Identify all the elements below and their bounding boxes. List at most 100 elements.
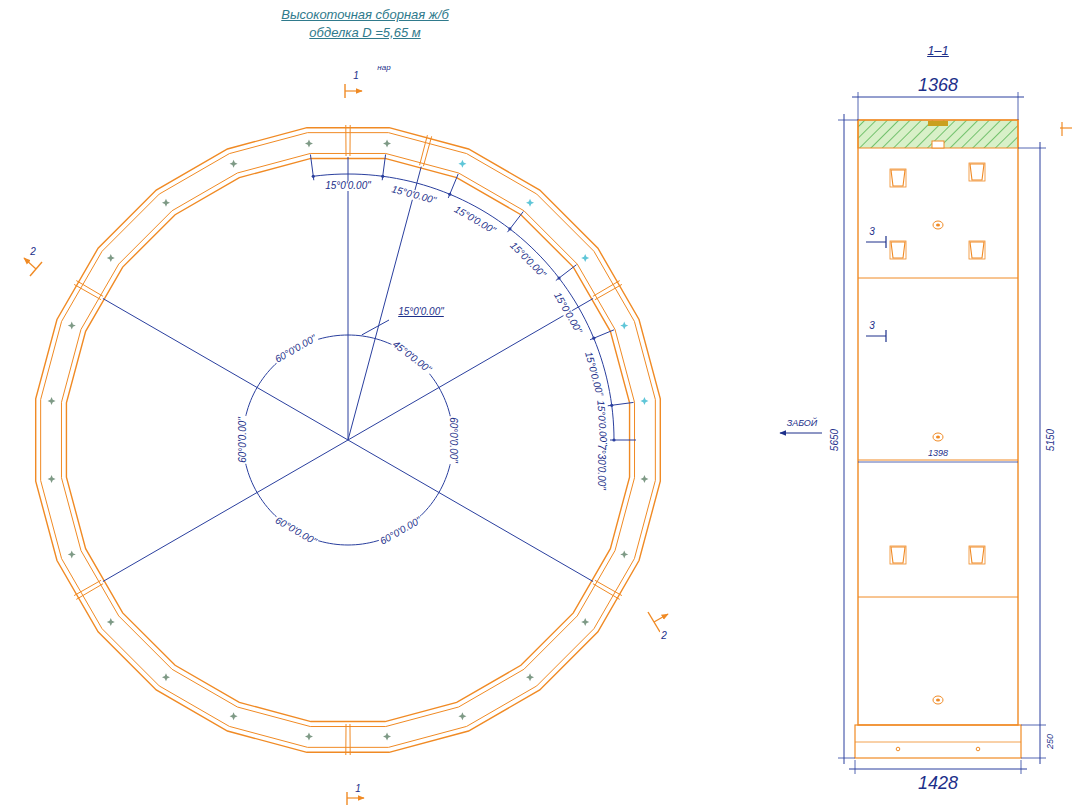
angle-dimension: 15°0'0.00" xyxy=(507,240,548,281)
bolt-symbol xyxy=(458,160,466,168)
drawing-title: Высокоточная сборная ж/б обделка D =5,65… xyxy=(270,6,460,41)
axis-line xyxy=(103,299,348,441)
bolt-symbol xyxy=(107,618,115,626)
dimension-extension xyxy=(1021,758,1046,759)
dimension-value: 5650 xyxy=(830,428,840,452)
dimension-dot xyxy=(448,193,451,196)
section-tick xyxy=(885,330,886,342)
segment-joint xyxy=(76,281,103,297)
bolt-symbol xyxy=(68,322,76,330)
bolt-symbol xyxy=(640,397,648,405)
bolt-symbol xyxy=(620,550,628,558)
bolt-symbol xyxy=(620,322,628,330)
lining-ring-outline xyxy=(41,133,656,748)
angle-dimension: 45°0'0.00" xyxy=(390,338,434,375)
bolt-pocket-frame xyxy=(969,546,985,564)
dimension-dot xyxy=(381,175,384,178)
dimension-extension xyxy=(590,330,614,340)
grout-hole-core xyxy=(936,224,940,227)
dimension-extension xyxy=(838,758,855,759)
section-line xyxy=(866,242,886,243)
bolt-symbol xyxy=(68,550,76,558)
seal-groove xyxy=(932,141,944,148)
bolt-symbol xyxy=(230,160,238,168)
segment-flange xyxy=(855,725,1021,758)
angle-dimension: 15°0'0.00" xyxy=(552,290,584,336)
dimension-extension xyxy=(556,265,577,281)
grout-hole xyxy=(933,221,943,229)
flange-hole xyxy=(896,747,900,751)
grout-hole-core xyxy=(936,436,940,439)
section-tick xyxy=(885,236,886,248)
dimension-value: 250 xyxy=(1047,732,1056,749)
bolt-pocket-frame xyxy=(890,546,906,564)
bolt-symbol xyxy=(581,618,589,626)
lining-ring-outline xyxy=(61,153,634,726)
leader-line xyxy=(362,320,389,335)
bolt-pocket xyxy=(970,164,984,180)
angle-dimension: 60°0'0.00" xyxy=(238,416,248,464)
dimension-extension xyxy=(448,174,458,198)
bolt-symbol xyxy=(640,475,648,483)
segment-joint xyxy=(423,136,431,166)
section-number: 3 xyxy=(868,227,876,237)
bolt-pocket-frame xyxy=(890,241,906,259)
segment-joint xyxy=(74,580,101,595)
bolt-symbol xyxy=(162,673,170,681)
dimension-dot xyxy=(312,175,315,178)
dimension-line xyxy=(858,462,1018,463)
section-number: 2 xyxy=(660,631,668,641)
segment-joint xyxy=(345,125,346,156)
bolt-pocket-frame xyxy=(890,169,906,187)
angle-dimension: 15°0'0.00" xyxy=(397,307,445,317)
bolt-symbol xyxy=(581,254,589,262)
section-arrow xyxy=(24,258,36,269)
angle-dimension: 15°0'0.00" xyxy=(595,399,608,447)
hatched-key xyxy=(858,120,1018,148)
segment-division xyxy=(858,278,1018,279)
dimension-dot xyxy=(592,337,595,340)
dimension-line xyxy=(844,114,845,764)
grout-hole-core xyxy=(936,699,940,702)
dimension-extension xyxy=(1021,725,1046,726)
dimension-extension xyxy=(838,120,858,121)
flange-hole xyxy=(976,747,980,751)
seal-strip xyxy=(928,121,948,126)
axis-line xyxy=(103,440,348,582)
section-number: 2 xyxy=(29,247,37,257)
bolt-symbol xyxy=(526,199,534,207)
dimension-line xyxy=(1040,142,1041,764)
lining-ring-outline xyxy=(36,128,661,753)
bolt-pocket xyxy=(891,242,905,258)
section-line xyxy=(1061,122,1062,136)
bolt-pocket-frame xyxy=(969,241,985,259)
bolt-symbol xyxy=(383,140,391,148)
flange-line xyxy=(855,742,1021,743)
dimension-dot xyxy=(557,276,560,279)
dimension-extension xyxy=(1018,92,1019,120)
bolt-pocket xyxy=(891,170,905,186)
dimension-arc xyxy=(313,174,614,440)
section-number: 1 xyxy=(354,784,362,794)
dimension-value: 5150 xyxy=(1046,428,1056,452)
axis-line xyxy=(348,440,593,582)
dimension-value: 1398 xyxy=(927,449,949,458)
section-arrow xyxy=(347,797,364,798)
axis-line xyxy=(348,167,421,440)
bolt-pocket xyxy=(970,242,984,258)
dimension-value: 1368 xyxy=(917,76,959,94)
bolt-pocket xyxy=(891,547,905,563)
angle-dimension: 60°0'0.00" xyxy=(448,416,458,464)
bolt-symbol xyxy=(162,199,170,207)
dimension-extension xyxy=(855,760,856,774)
angle-dimension: 60°0'0.00" xyxy=(272,333,318,365)
bolt-symbol xyxy=(305,732,313,740)
dimension-extension xyxy=(1021,760,1022,774)
segment-joint xyxy=(593,584,620,600)
angle-dimension: 15°0'0.00" xyxy=(324,181,372,191)
axis-line xyxy=(348,299,593,441)
angle-dimension: 15°0'0.00" xyxy=(452,204,498,236)
direction-label: ЗАБОЙ xyxy=(786,419,819,428)
dimension-value: 1428 xyxy=(917,774,959,792)
